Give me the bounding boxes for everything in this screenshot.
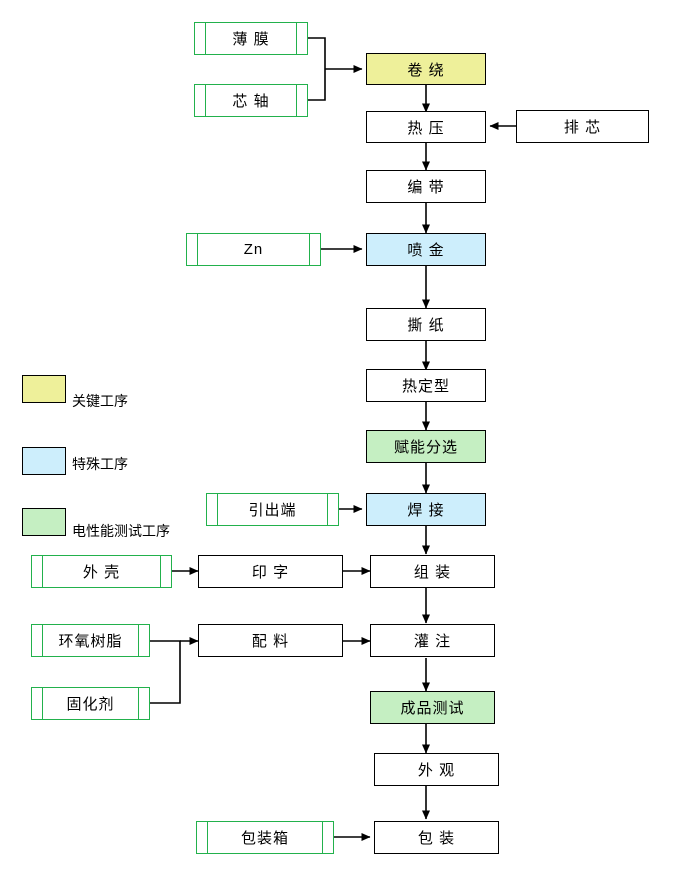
material-node-hardener[interactable]: 固化剂 bbox=[31, 687, 150, 720]
material-node-zinc[interactable]: Zn bbox=[186, 233, 321, 266]
node-label: 引出端 bbox=[248, 502, 297, 519]
node-label: 喷 金 bbox=[407, 242, 445, 259]
node-label: 组 装 bbox=[413, 564, 452, 581]
legend-label-special-process: 特殊工序 bbox=[72, 456, 128, 472]
node-label: 芯 轴 bbox=[232, 93, 270, 110]
material-node-epoxy-resin[interactable]: 环氧树脂 bbox=[31, 624, 150, 657]
process-node-tear-paper[interactable]: 撕 纸 bbox=[366, 308, 486, 341]
material-node-lead-wire[interactable]: 引出端 bbox=[206, 493, 339, 526]
material-node-shell[interactable]: 外 壳 bbox=[31, 555, 172, 588]
legend-swatch-key-process bbox=[22, 375, 66, 403]
material-node-mandrel[interactable]: 芯 轴 bbox=[194, 84, 308, 117]
process-node-packing[interactable]: 包 装 bbox=[374, 821, 499, 854]
node-label: 薄 膜 bbox=[232, 31, 270, 48]
node-label: 卷 绕 bbox=[407, 61, 445, 79]
process-node-core-removal[interactable]: 排 芯 bbox=[516, 110, 649, 143]
node-label: 排 芯 bbox=[563, 119, 602, 136]
process-node-appearance[interactable]: 外 观 bbox=[374, 753, 499, 786]
process-node-hotpress[interactable]: 热 压 bbox=[366, 111, 486, 143]
process-node-heat-set[interactable]: 热定型 bbox=[366, 369, 486, 402]
process-node-assembly[interactable]: 组 装 bbox=[370, 555, 495, 588]
process-node-welding[interactable]: 焊 接 bbox=[366, 493, 486, 526]
legend-label-etest-process: 电性能测试工序 bbox=[72, 523, 170, 539]
node-label: 印 字 bbox=[251, 564, 290, 581]
node-label: 赋能分选 bbox=[393, 439, 458, 456]
process-node-winding[interactable]: 卷 绕 bbox=[366, 53, 486, 85]
node-label: 环氧树脂 bbox=[58, 633, 123, 650]
process-node-final-test[interactable]: 成品测试 bbox=[370, 691, 495, 724]
process-node-spray-metal[interactable]: 喷 金 bbox=[366, 233, 486, 266]
arrow-film-mandrel-bracket bbox=[308, 37, 326, 101]
arrow-epoxy-hardener-bracket bbox=[150, 640, 181, 704]
process-node-energize-sort[interactable]: 赋能分选 bbox=[366, 430, 486, 463]
legend-swatch-etest-process bbox=[22, 508, 66, 536]
node-label: 固化剂 bbox=[66, 696, 115, 713]
node-label: 撕 纸 bbox=[407, 317, 445, 334]
node-label: 编 带 bbox=[407, 179, 445, 196]
process-node-printing[interactable]: 印 字 bbox=[198, 555, 343, 588]
material-node-film[interactable]: 薄 膜 bbox=[194, 22, 308, 55]
material-node-carton[interactable]: 包装箱 bbox=[196, 821, 334, 854]
node-label: 焊 接 bbox=[407, 502, 445, 519]
node-label: 包装箱 bbox=[240, 830, 289, 847]
node-label: 包 装 bbox=[417, 830, 456, 847]
node-label: 配 料 bbox=[251, 633, 290, 650]
legend-swatch-special-process bbox=[22, 447, 66, 475]
legend-label-key-process: 关键工序 bbox=[72, 393, 128, 409]
node-label: 成品测试 bbox=[400, 700, 465, 717]
node-label: 灌 注 bbox=[413, 633, 452, 650]
node-label: 热定型 bbox=[401, 378, 450, 395]
process-node-potting[interactable]: 灌 注 bbox=[370, 624, 495, 657]
node-label: 外 观 bbox=[417, 762, 456, 779]
node-label: Zn bbox=[243, 241, 264, 258]
node-label: 热 压 bbox=[407, 119, 445, 137]
node-label: 外 壳 bbox=[82, 564, 121, 581]
process-node-taping[interactable]: 编 带 bbox=[366, 170, 486, 203]
process-node-compounding[interactable]: 配 料 bbox=[198, 624, 343, 657]
